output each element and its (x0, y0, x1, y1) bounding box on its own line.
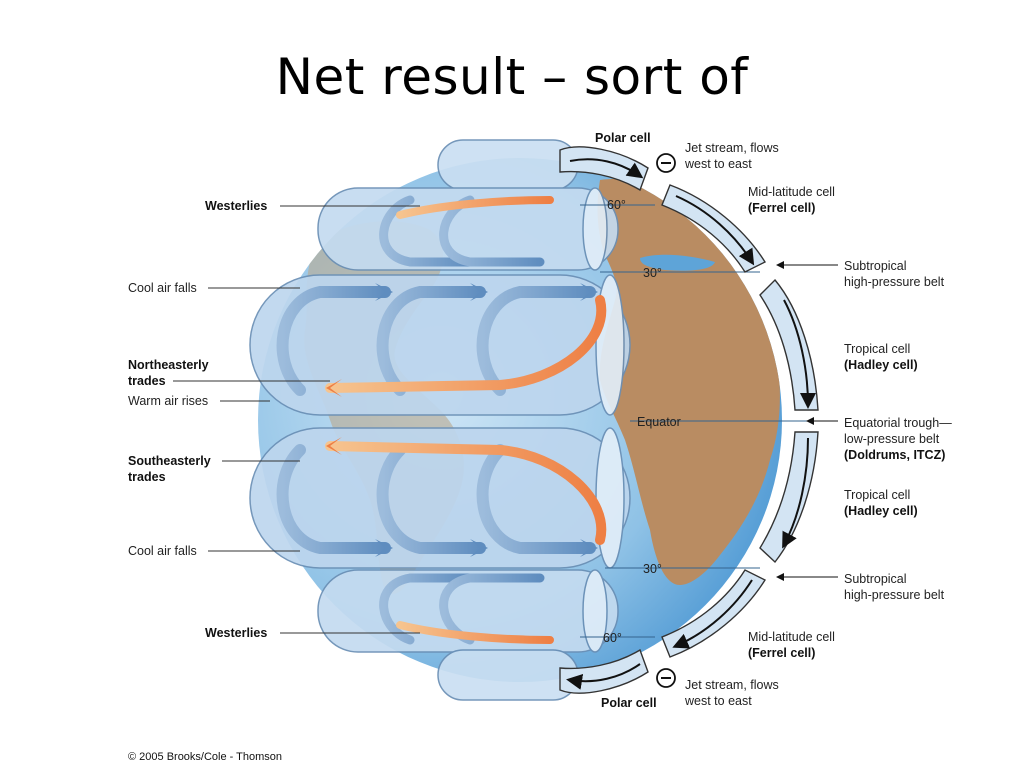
left-label-leaders (173, 205, 420, 634)
midlat-top-line2: (Ferrel cell) (748, 201, 815, 215)
ne-trades-line2: trades (128, 374, 166, 388)
right-label-leaders (776, 261, 838, 581)
se-trades-line2: trades (128, 470, 166, 484)
jet-stream-bottom-line2: west to east (684, 694, 752, 708)
warm-air-rises-label: Warm air rises (128, 394, 208, 408)
hadley-south-loops (276, 437, 607, 557)
subtrop-bottom-line1: Subtropical (844, 572, 907, 586)
lat-60n-label: 60° (607, 198, 626, 212)
cool-air-falls-bottom-label: Cool air falls (128, 544, 197, 558)
subtrop-bottom-line2: high-pressure belt (844, 588, 945, 602)
midlat-top-line1: Mid-latitude cell (748, 185, 835, 199)
polar-band-south (437, 649, 579, 701)
hadley-north-loops (276, 283, 607, 397)
midlat-bottom-line1: Mid-latitude cell (748, 630, 835, 644)
polar-cell-top-label: Polar cell (595, 131, 651, 145)
left-labels: Westerlies Cool air falls Northeasterly … (128, 199, 267, 640)
westerlies-bottom-label: Westerlies (205, 626, 267, 640)
subtrop-top-line1: Subtropical (844, 259, 907, 273)
westerlies-top-label: Westerlies (205, 199, 267, 213)
tropical-bottom-line1: Tropical cell (844, 488, 910, 502)
polar-cell-bottom-label: Polar cell (601, 696, 657, 710)
hadley-cell-north (759, 278, 819, 411)
hadley-cell-south (759, 431, 819, 564)
latitude-lines: 60° 30° Equator 30° 60° (580, 198, 830, 645)
jet-stream-bottom-line1: Jet stream, flows (685, 678, 779, 692)
equator-label: Equator (637, 415, 681, 429)
africa-europe-land (597, 179, 780, 585)
jet-stream-symbols (656, 153, 676, 688)
cross-section-circulation-arrows (566, 158, 816, 690)
lat-30n-label: 30° (643, 266, 662, 280)
polar-cell-north (559, 146, 649, 192)
ferrel-loops (379, 195, 554, 645)
tropical-top-line2: (Hadley cell) (844, 358, 918, 372)
slide-title: Net result – sort of (275, 48, 749, 106)
tropical-top-line1: Tropical cell (844, 342, 910, 356)
lat-30s-label: 30° (643, 562, 662, 576)
polar-band-north (437, 139, 579, 191)
cool-air-falls-top-label: Cool air falls (128, 281, 197, 295)
eq-trough-line3: (Doldrums, ITCZ) (844, 448, 945, 462)
se-trades-line1: Southeasterly (128, 454, 211, 468)
midlat-bottom-line2: (Ferrel cell) (748, 646, 815, 660)
ne-trades-line1: Northeasterly (128, 358, 209, 372)
jet-stream-top-line2: west to east (684, 157, 752, 171)
eq-trough-line1: Equatorial trough— (844, 416, 952, 430)
eq-trough-line2: low-pressure belt (844, 432, 940, 446)
copyright-notice: © 2005 Brooks/Cole - Thomson (128, 751, 283, 763)
hadley-band-south (249, 427, 631, 569)
lat-60s-label: 60° (603, 631, 622, 645)
tropical-bottom-line2: (Hadley cell) (844, 504, 918, 518)
subtrop-top-line2: high-pressure belt (844, 275, 945, 289)
jet-stream-top-line1: Jet stream, flows (685, 141, 779, 155)
right-labels: Polar cell Jet stream, flows west to eas… (595, 131, 952, 710)
